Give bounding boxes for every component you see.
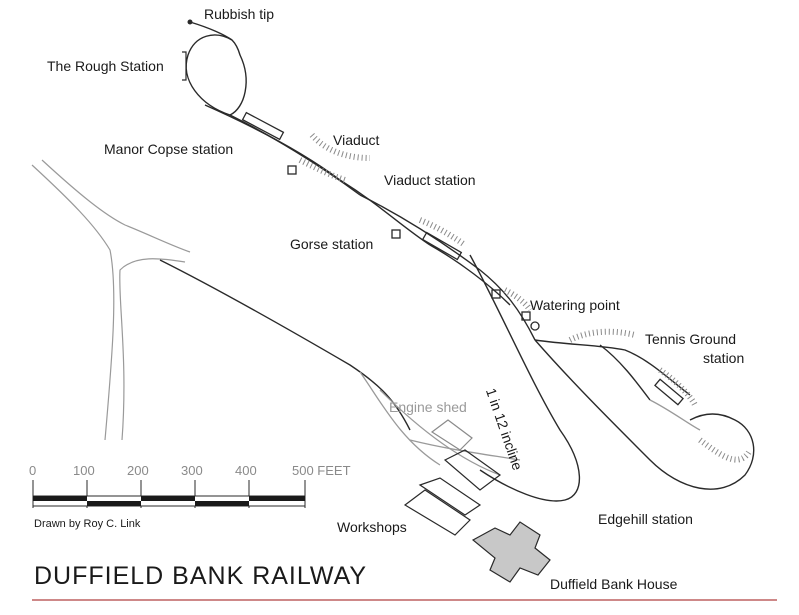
label-duffield-house: Duffield Bank House — [550, 576, 678, 592]
map-credit: Drawn by Roy C. Link — [34, 518, 141, 530]
label-watering-point: Watering point — [530, 297, 620, 313]
embankments — [298, 132, 753, 463]
label-edgehill: Edgehill station — [598, 511, 693, 527]
road — [31, 159, 191, 441]
scale-tick-400: 400 — [235, 463, 257, 478]
label-workshops: Workshops — [337, 519, 407, 535]
stations — [241, 111, 684, 406]
label-rubbish-tip: Rubbish tip — [204, 6, 275, 22]
buildings — [403, 419, 502, 536]
shed-annex — [443, 449, 502, 491]
scale-tick-200: 200 — [127, 463, 149, 478]
hut-1 — [287, 165, 297, 175]
rough-station-bracket — [182, 51, 187, 81]
label-engine-shed: Engine shed — [389, 399, 467, 415]
scale-bar — [32, 480, 306, 508]
buffer-stop — [187, 19, 193, 25]
engine-shed-building — [430, 419, 473, 451]
hut-3 — [491, 289, 501, 299]
manor-copse-platform — [241, 111, 285, 141]
scale-tick-500: 500 FEET — [292, 463, 351, 478]
label-manor-copse: Manor Copse station — [104, 141, 234, 157]
hut-4 — [521, 311, 531, 321]
workshops-building — [403, 489, 471, 536]
yard-tracks — [359, 371, 701, 476]
tennis-platform — [654, 378, 684, 406]
map-title: DUFFIELD BANK RAILWAY — [34, 562, 368, 590]
label-viaduct: Viaduct — [333, 132, 380, 148]
gorse-platform — [421, 231, 463, 261]
label-tennis-ground-2: station — [703, 350, 745, 366]
label-tennis-ground-1: Tennis Ground — [645, 331, 737, 347]
workshops-annex — [418, 477, 482, 516]
scale-tick-300: 300 — [181, 463, 203, 478]
label-viaduct-station: Viaduct station — [384, 172, 476, 188]
duffield-bank-house — [471, 521, 551, 583]
label-rough-station: The Rough Station — [47, 58, 164, 74]
hut-2 — [391, 229, 401, 239]
scale-tick-100: 100 — [73, 463, 95, 478]
main-track — [159, 21, 755, 502]
label-gorse-station: Gorse station — [290, 236, 374, 252]
watering-point-marker — [530, 321, 540, 331]
scale-tick-0: 0 — [29, 463, 37, 478]
